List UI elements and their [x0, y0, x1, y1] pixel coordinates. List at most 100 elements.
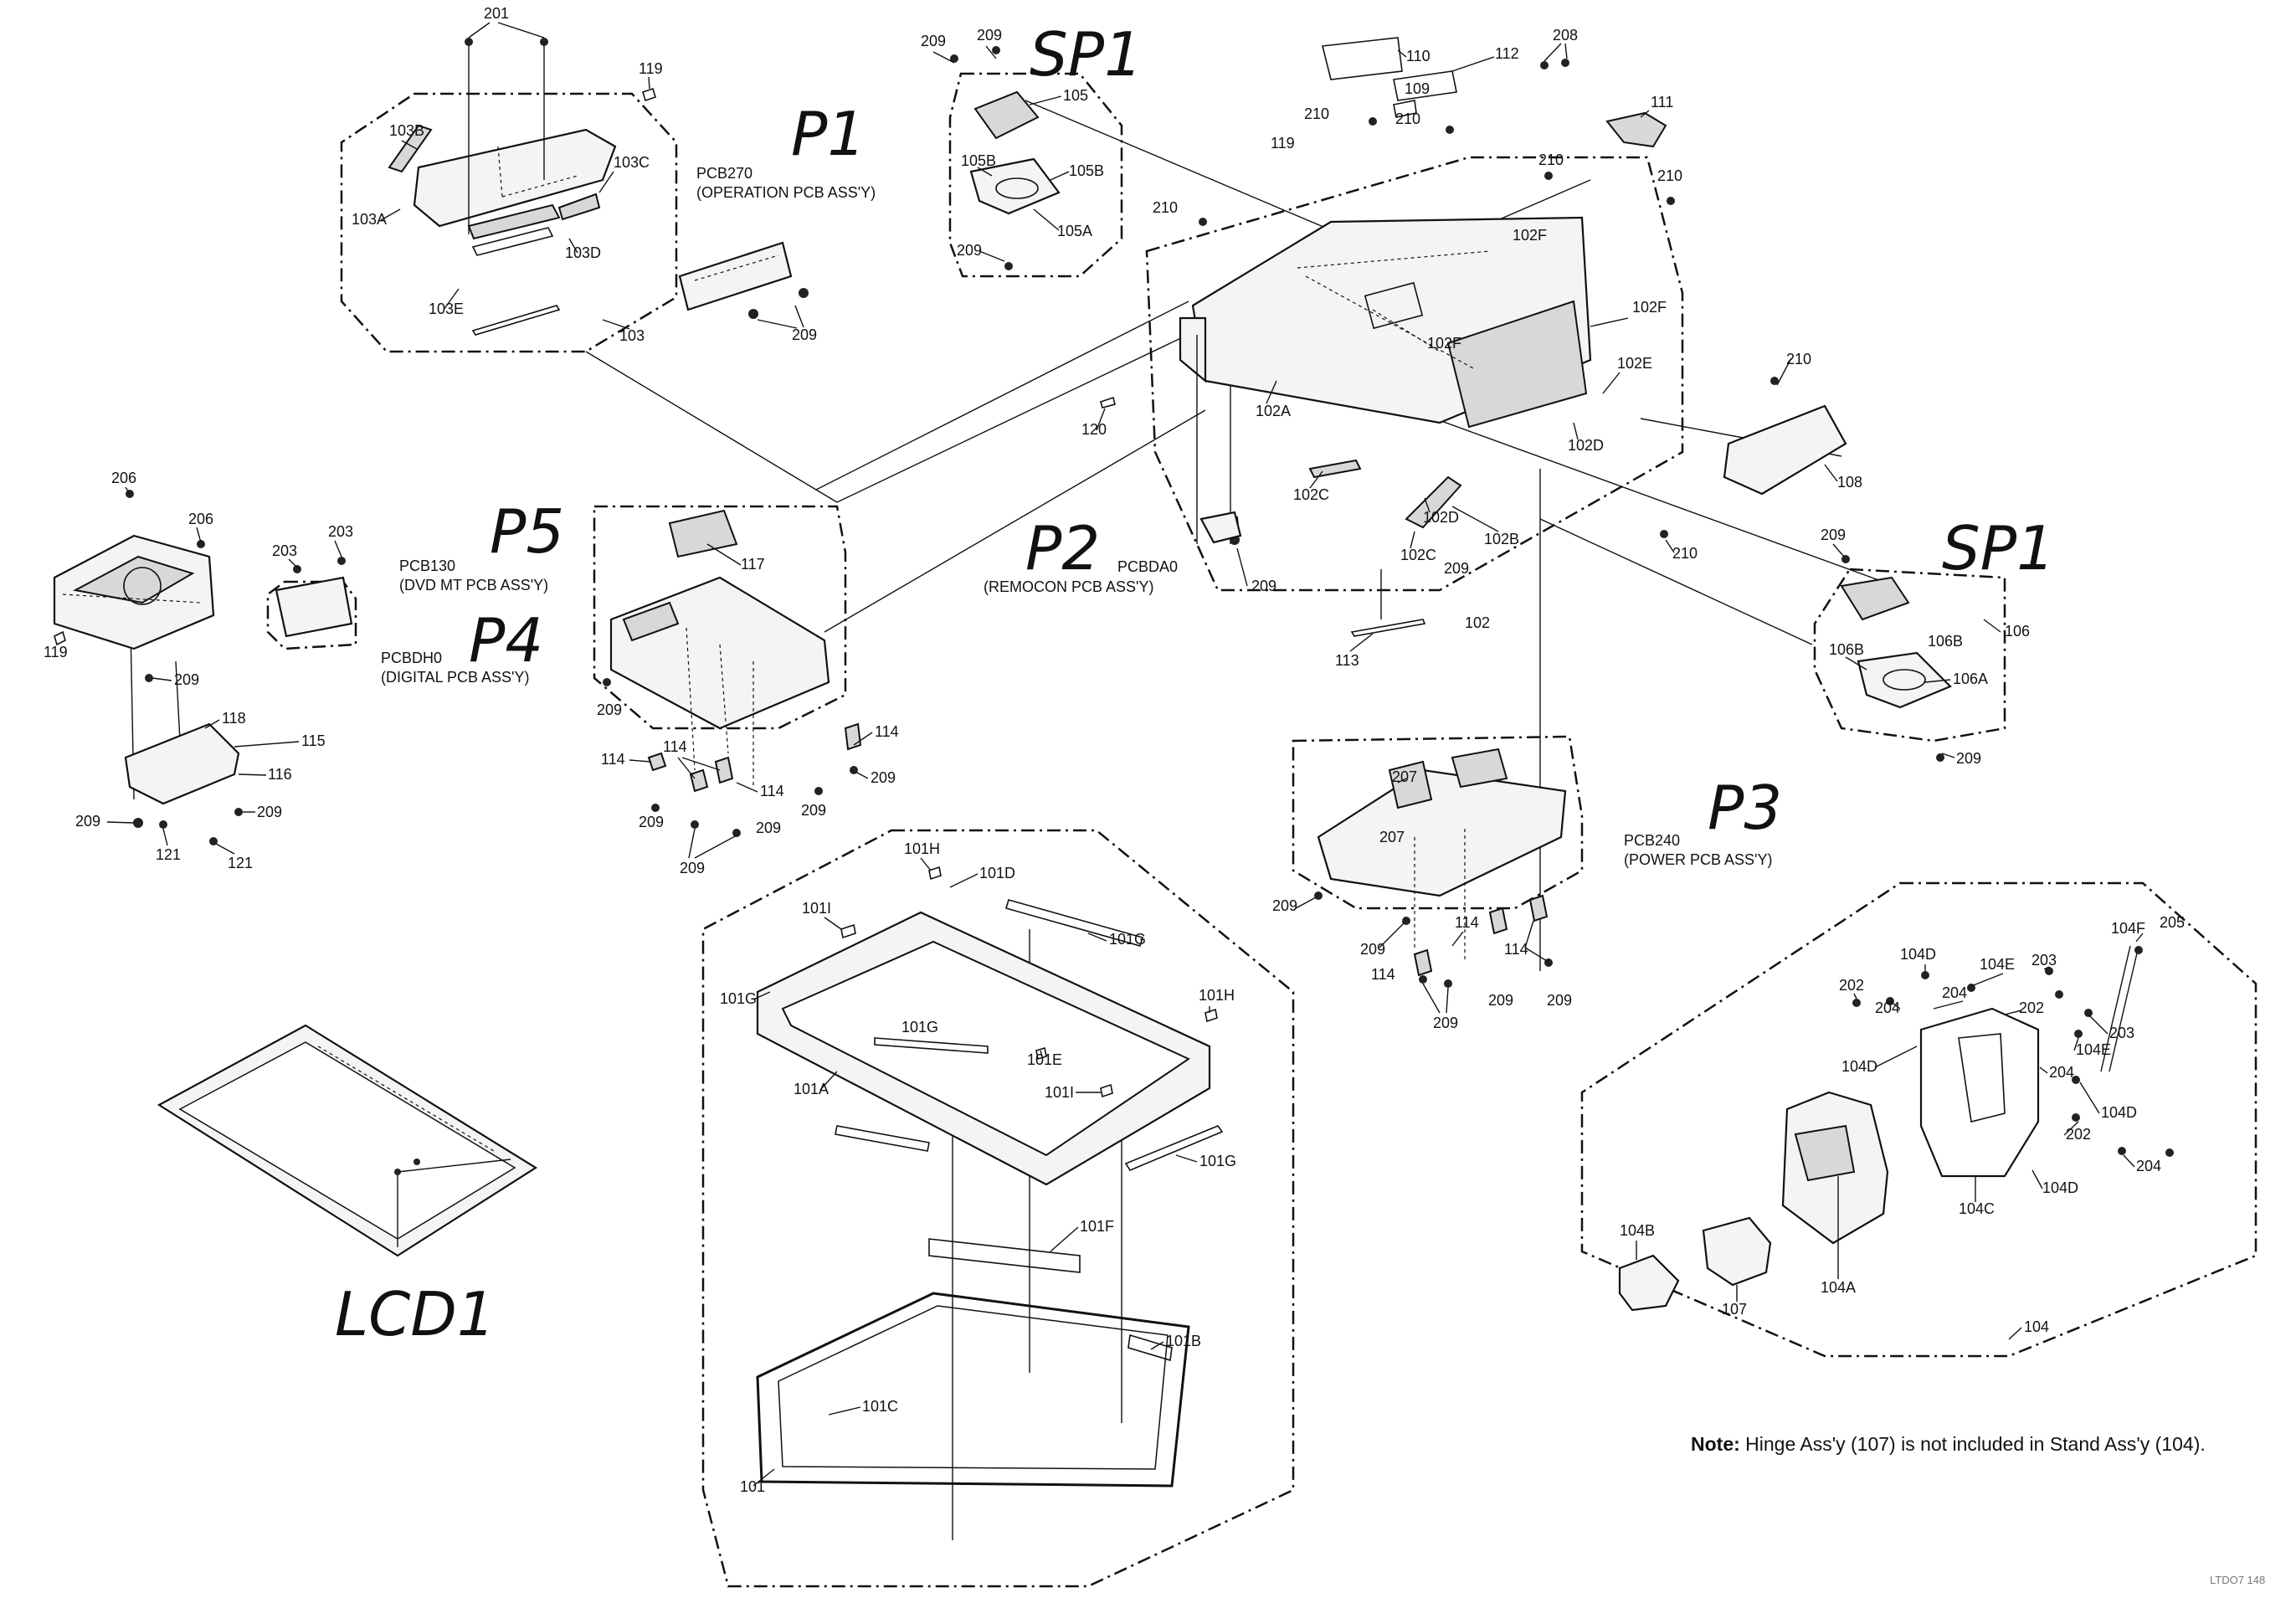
callout-102c: 102C: [1293, 486, 1329, 503]
callout-106: 106: [2005, 623, 2030, 640]
label-p5: P5: [490, 496, 564, 567]
callout-101i: 101I: [802, 900, 831, 917]
callout-101h: 101H: [904, 840, 940, 857]
callout-104e: 104E: [2076, 1041, 2111, 1058]
callout-102: 102: [1465, 614, 1490, 631]
callout-210: 210: [1538, 152, 1564, 168]
callout-leaders: [106, 22, 2144, 1487]
callout-209: 209: [1956, 750, 1981, 767]
callout-103e: 103E: [429, 301, 464, 317]
callout-102f: 102F: [1427, 335, 1461, 352]
label-p4: P4: [469, 605, 543, 676]
part-101-front-bezel: [756, 866, 1224, 1488]
callout-209: 209: [756, 820, 781, 836]
part-102-rear-cabinet: [1100, 37, 1847, 637]
callout-102a: 102A: [1256, 403, 1291, 419]
callout-203: 203: [2109, 1025, 2134, 1041]
callout-206: 206: [111, 470, 136, 486]
part-105-speaker-left: [950, 46, 1061, 270]
callout-104a: 104A: [1821, 1279, 1856, 1296]
callout-202: 202: [1839, 977, 1864, 994]
callout-203: 203: [2031, 952, 2057, 969]
callout-207: 207: [1392, 768, 1417, 785]
pcb-da0-remocon-board: [1199, 511, 1242, 544]
callout-210: 210: [1786, 351, 1811, 367]
callout-209: 209: [871, 769, 896, 786]
callout-105b: 105B: [961, 152, 996, 169]
callout-115: 115: [301, 732, 326, 749]
part-104-stand: [1618, 945, 2174, 1312]
callout-210: 210: [1304, 105, 1329, 122]
callout-105a: 105A: [1057, 223, 1092, 239]
callout-203: 203: [272, 542, 297, 559]
callout-105: 105: [1063, 87, 1088, 104]
callout-105b: 105B: [1069, 162, 1104, 179]
callout-114: 114: [875, 723, 899, 740]
callout-101a: 101A: [794, 1081, 829, 1097]
label-pcbda0-desc: (REMOCON PCB ASS'Y): [984, 578, 1153, 595]
callout-207: 207: [1379, 829, 1405, 845]
callout-114: 114: [1504, 941, 1528, 958]
callout-113: 113: [1335, 652, 1359, 669]
callout-117: 117: [741, 556, 765, 573]
callout-209: 209: [597, 701, 622, 718]
callout-101c: 101C: [862, 1398, 898, 1415]
part-number-callouts: 201 119 103B 103C 103A 103D 103E 103 209…: [44, 5, 2185, 1495]
callout-209: 209: [1272, 897, 1297, 914]
callout-103d: 103D: [565, 244, 601, 261]
callout-209: 209: [1433, 1015, 1458, 1031]
callout-209: 209: [921, 33, 946, 49]
callout-119: 119: [44, 644, 68, 660]
callout-203: 203: [328, 523, 353, 540]
callout-209: 209: [801, 802, 826, 819]
callout-210: 210: [1395, 110, 1420, 127]
callout-106b: 106B: [1928, 633, 1963, 650]
callout-208: 208: [1553, 27, 1578, 44]
callout-119: 119: [1271, 135, 1295, 152]
callout-101e: 101E: [1027, 1051, 1062, 1068]
callout-114: 114: [601, 751, 625, 768]
callout-102e: 102E: [1617, 355, 1652, 372]
group-outline-101: [701, 829, 1295, 1588]
group-outline-digital-pcb: [593, 505, 847, 730]
callout-204: 204: [1875, 999, 1900, 1016]
callout-101g: 101G: [1109, 931, 1146, 948]
callout-104d: 104D: [1841, 1058, 1877, 1075]
group-outline-102: [1145, 156, 1684, 592]
callout-111: 111: [1651, 94, 1673, 110]
footnote: Note: Hinge Ass'y (107) is not included …: [1691, 1433, 2206, 1456]
callout-101i: 101I: [1045, 1084, 1074, 1101]
group-outline-104: [1580, 881, 2257, 1358]
group-outline-106: [1813, 568, 2006, 742]
callout-104: 104: [2024, 1318, 2049, 1335]
part-106-speaker-right: [1840, 555, 1952, 762]
label-pcbdh0-desc: (DIGITAL PCB ASS'Y): [381, 669, 529, 686]
label-lcd1: LCD1: [335, 1279, 496, 1349]
callout-209: 209: [1360, 941, 1385, 958]
callout-103c: 103C: [614, 154, 650, 171]
callout-114: 114: [1455, 914, 1479, 931]
label-p3: P3: [1708, 773, 1782, 843]
part-dvd-mechanism: [53, 490, 215, 682]
label-pcb130-desc: (DVD MT PCB ASS'Y): [399, 577, 548, 593]
callout-209: 209: [174, 671, 199, 688]
pcb-dh0-digital-board: [603, 509, 862, 837]
callout-209: 209: [680, 860, 705, 876]
callout-103b: 103B: [389, 122, 424, 139]
callout-106b: 106B: [1829, 641, 1864, 658]
part-lcd1-panel: [157, 1024, 538, 1257]
document-id: LTDO7 148: [2210, 1574, 2266, 1586]
callout-101h: 101H: [1199, 987, 1235, 1004]
label-pcb240: PCB240: [1624, 832, 1680, 849]
callout-114: 114: [760, 783, 784, 799]
callout-110: 110: [1406, 48, 1431, 64]
label-sp1-top: SP1: [1030, 19, 1143, 90]
callout-209: 209: [1547, 992, 1572, 1009]
label-pcb130: PCB130: [399, 558, 455, 574]
callout-201: 201: [484, 5, 509, 22]
callout-107: 107: [1722, 1301, 1747, 1318]
callout-209: 209: [1251, 578, 1276, 594]
callout-209: 209: [257, 804, 282, 820]
callout-202: 202: [2066, 1126, 2091, 1143]
